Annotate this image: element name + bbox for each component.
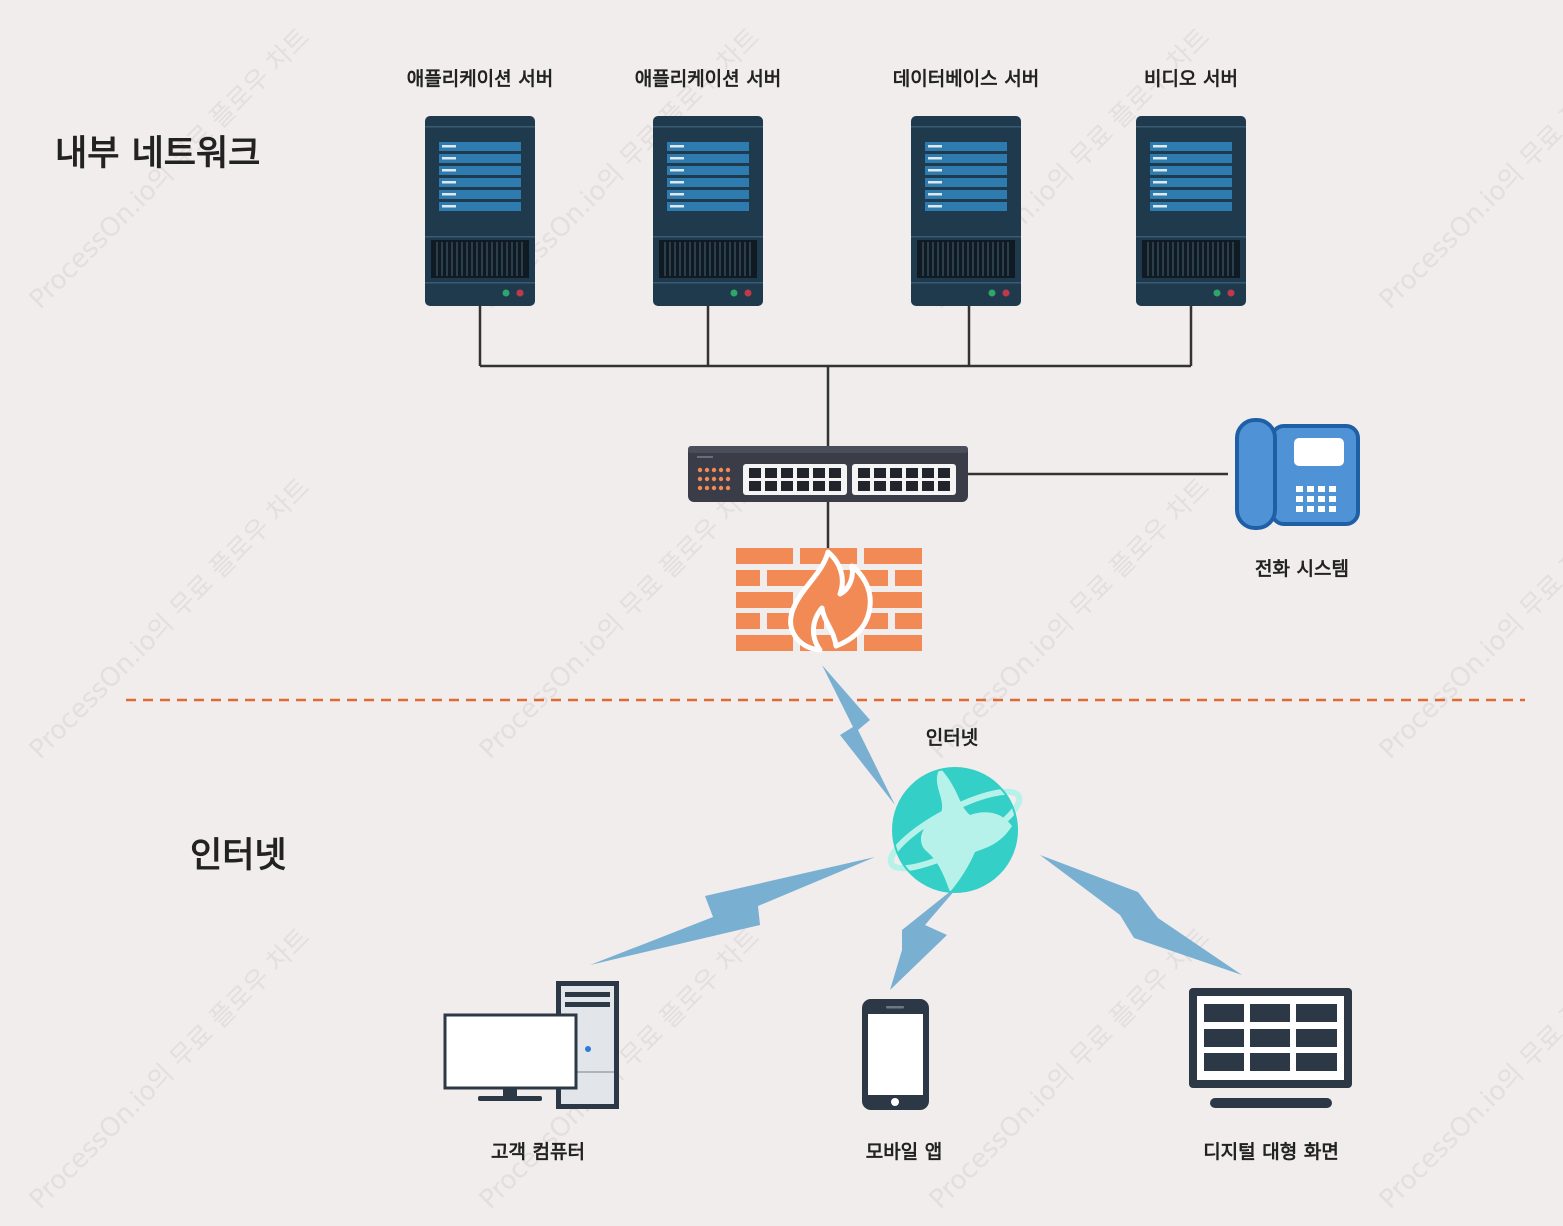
server-label: 데이터베이스 서버	[893, 68, 1039, 90]
server-icon	[910, 115, 1022, 307]
mobile-app[interactable]: 모바일 앱	[862, 999, 942, 1163]
zone-label-internet: 인터넷	[190, 836, 287, 876]
server-2[interactable]: 애플리케이션 서버	[635, 68, 781, 307]
server-1[interactable]: 애플리케이션 서버	[407, 68, 553, 307]
watermark-text: ProcessOn.io의 무료 플로우 차트	[24, 473, 316, 765]
watermark-text: ProcessOn.io의 무료 플로우 차트	[1374, 473, 1563, 765]
globe-icon	[887, 767, 1023, 893]
connection-lines	[478, 305, 1228, 548]
desktop-computer-icon	[443, 981, 619, 1109]
server-4[interactable]: 비디오 서버	[1135, 68, 1247, 307]
watermark-text: ProcessOn.io의 무료 플로우 차트	[924, 923, 1216, 1215]
lightning-icon	[890, 882, 962, 990]
lightning-icon	[590, 857, 875, 965]
phone-system[interactable]: 전화 시스템	[1235, 418, 1360, 580]
phone-icon	[1235, 418, 1360, 530]
internet-label: 인터넷	[926, 727, 978, 749]
watermark-text: ProcessOn.io의 무료 플로우 차트	[1374, 923, 1563, 1215]
wireless-links	[590, 665, 1242, 990]
watermark-text: ProcessOn.io의 무료 플로우 차트	[924, 473, 1216, 765]
watermark-text: ProcessOn.io의 무료 플로우 차트	[474, 473, 766, 765]
lightning-icon	[1040, 855, 1242, 975]
watermark-text: ProcessOn.io의 무료 플로우 차트	[24, 923, 316, 1215]
server-icon	[652, 115, 764, 307]
smartphone-icon	[862, 999, 929, 1110]
zone-label-internal: 내부 네트워크	[55, 134, 260, 174]
computer-label: 고객 컴퓨터	[491, 1141, 585, 1163]
server-icon	[1135, 115, 1247, 307]
phone-label: 전화 시스템	[1255, 558, 1349, 580]
lightning-icon	[822, 665, 895, 805]
mobile-label: 모바일 앱	[866, 1141, 943, 1163]
server-icon	[424, 115, 536, 307]
firewall[interactable]	[736, 548, 922, 653]
digital-display[interactable]: 디지털 대형 화면	[1189, 988, 1352, 1163]
watermark-text: ProcessOn.io의 무료 플로우 차트	[1374, 23, 1563, 315]
server-label: 애플리케이션 서버	[635, 68, 781, 90]
firewall-icon	[736, 548, 922, 653]
server-label: 애플리케이션 서버	[407, 68, 553, 90]
network-switch[interactable]	[688, 446, 968, 502]
internet-cloud[interactable]: 인터넷	[882, 727, 1028, 893]
customer-computer[interactable]: 고객 컴퓨터	[443, 981, 619, 1163]
network-switch-icon	[688, 446, 968, 502]
display-label: 디지털 대형 화면	[1203, 1141, 1339, 1163]
server-3[interactable]: 데이터베이스 서버	[893, 68, 1039, 307]
server-label: 비디오 서버	[1144, 68, 1238, 90]
display-wall-icon	[1189, 988, 1352, 1108]
